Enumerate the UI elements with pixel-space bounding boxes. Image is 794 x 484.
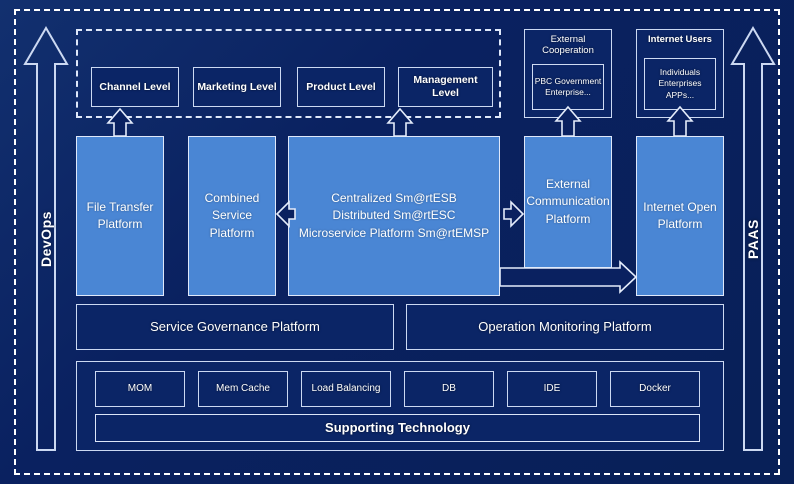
tech-label: Load Balancing [311,382,381,394]
tech-box-ide[interactable]: IDE [507,371,597,407]
actor-detail: Individuals Enterprises APPs... [644,58,716,110]
tech-label: IDE [543,382,561,394]
tech-box-mem-cache[interactable]: Mem Cache [198,371,288,407]
tech-label: MOM [127,382,153,394]
paas-arrow: PAAS [730,24,776,454]
governance-box-service[interactable]: Service Governance Platform [76,304,394,350]
actor-detail: PBC Government Enterprise... [532,64,604,110]
tech-box-mom[interactable]: MOM [95,371,185,407]
level-box-product[interactable]: Product Level [297,67,385,107]
platform-combined-service[interactable]: Combined Service Platform [188,136,276,296]
level-label: Product Level [306,80,376,93]
platform-external-communication[interactable]: External Communication Platform [524,136,612,268]
platform-label: External Communication Platform [526,177,610,226]
supporting-technology-label: Supporting Technology [325,420,470,436]
tech-box-docker[interactable]: Docker [610,371,700,407]
level-box-management[interactable]: Management Level [398,67,493,107]
tech-label: Mem Cache [216,382,270,394]
level-label: Channel Level [99,80,171,93]
level-label: Management Level [413,74,478,99]
business-levels-region [76,29,501,118]
tech-box-db[interactable]: DB [404,371,494,407]
platform-file-transfer[interactable]: File Transfer Platform [76,136,164,296]
devops-arrow-label: DevOps [38,211,54,267]
actor-group-external-cooperation[interactable]: External Cooperation PBC Government Ente… [524,29,612,118]
actor-title: Internet Users [648,34,712,45]
tech-box-load-balancing[interactable]: Load Balancing [301,371,391,407]
actor-group-internet-users[interactable]: Internet Users Individuals Enterprises A… [636,29,724,118]
platform-label: Combined Service Platform [204,191,260,240]
tech-label: Docker [639,382,671,394]
paas-arrow-label: PAAS [745,219,761,259]
diagram-outer-frame [14,9,780,475]
level-box-channel[interactable]: Channel Level [91,67,179,107]
devops-arrow: DevOps [23,24,69,454]
level-box-marketing[interactable]: Marketing Level [193,67,281,107]
governance-label: Service Governance Platform [150,319,320,335]
platform-label: Internet Open Platform [643,199,717,231]
supporting-technology-bar: Supporting Technology [95,414,700,442]
platform-label: File Transfer Platform [86,199,154,231]
platform-internet-open[interactable]: Internet Open Platform [636,136,724,296]
actor-title: External Cooperation [542,34,594,57]
governance-label: Operation Monitoring Platform [478,319,652,335]
level-label: Marketing Level [197,80,277,93]
governance-box-operation[interactable]: Operation Monitoring Platform [406,304,724,350]
tech-label: DB [442,382,456,394]
